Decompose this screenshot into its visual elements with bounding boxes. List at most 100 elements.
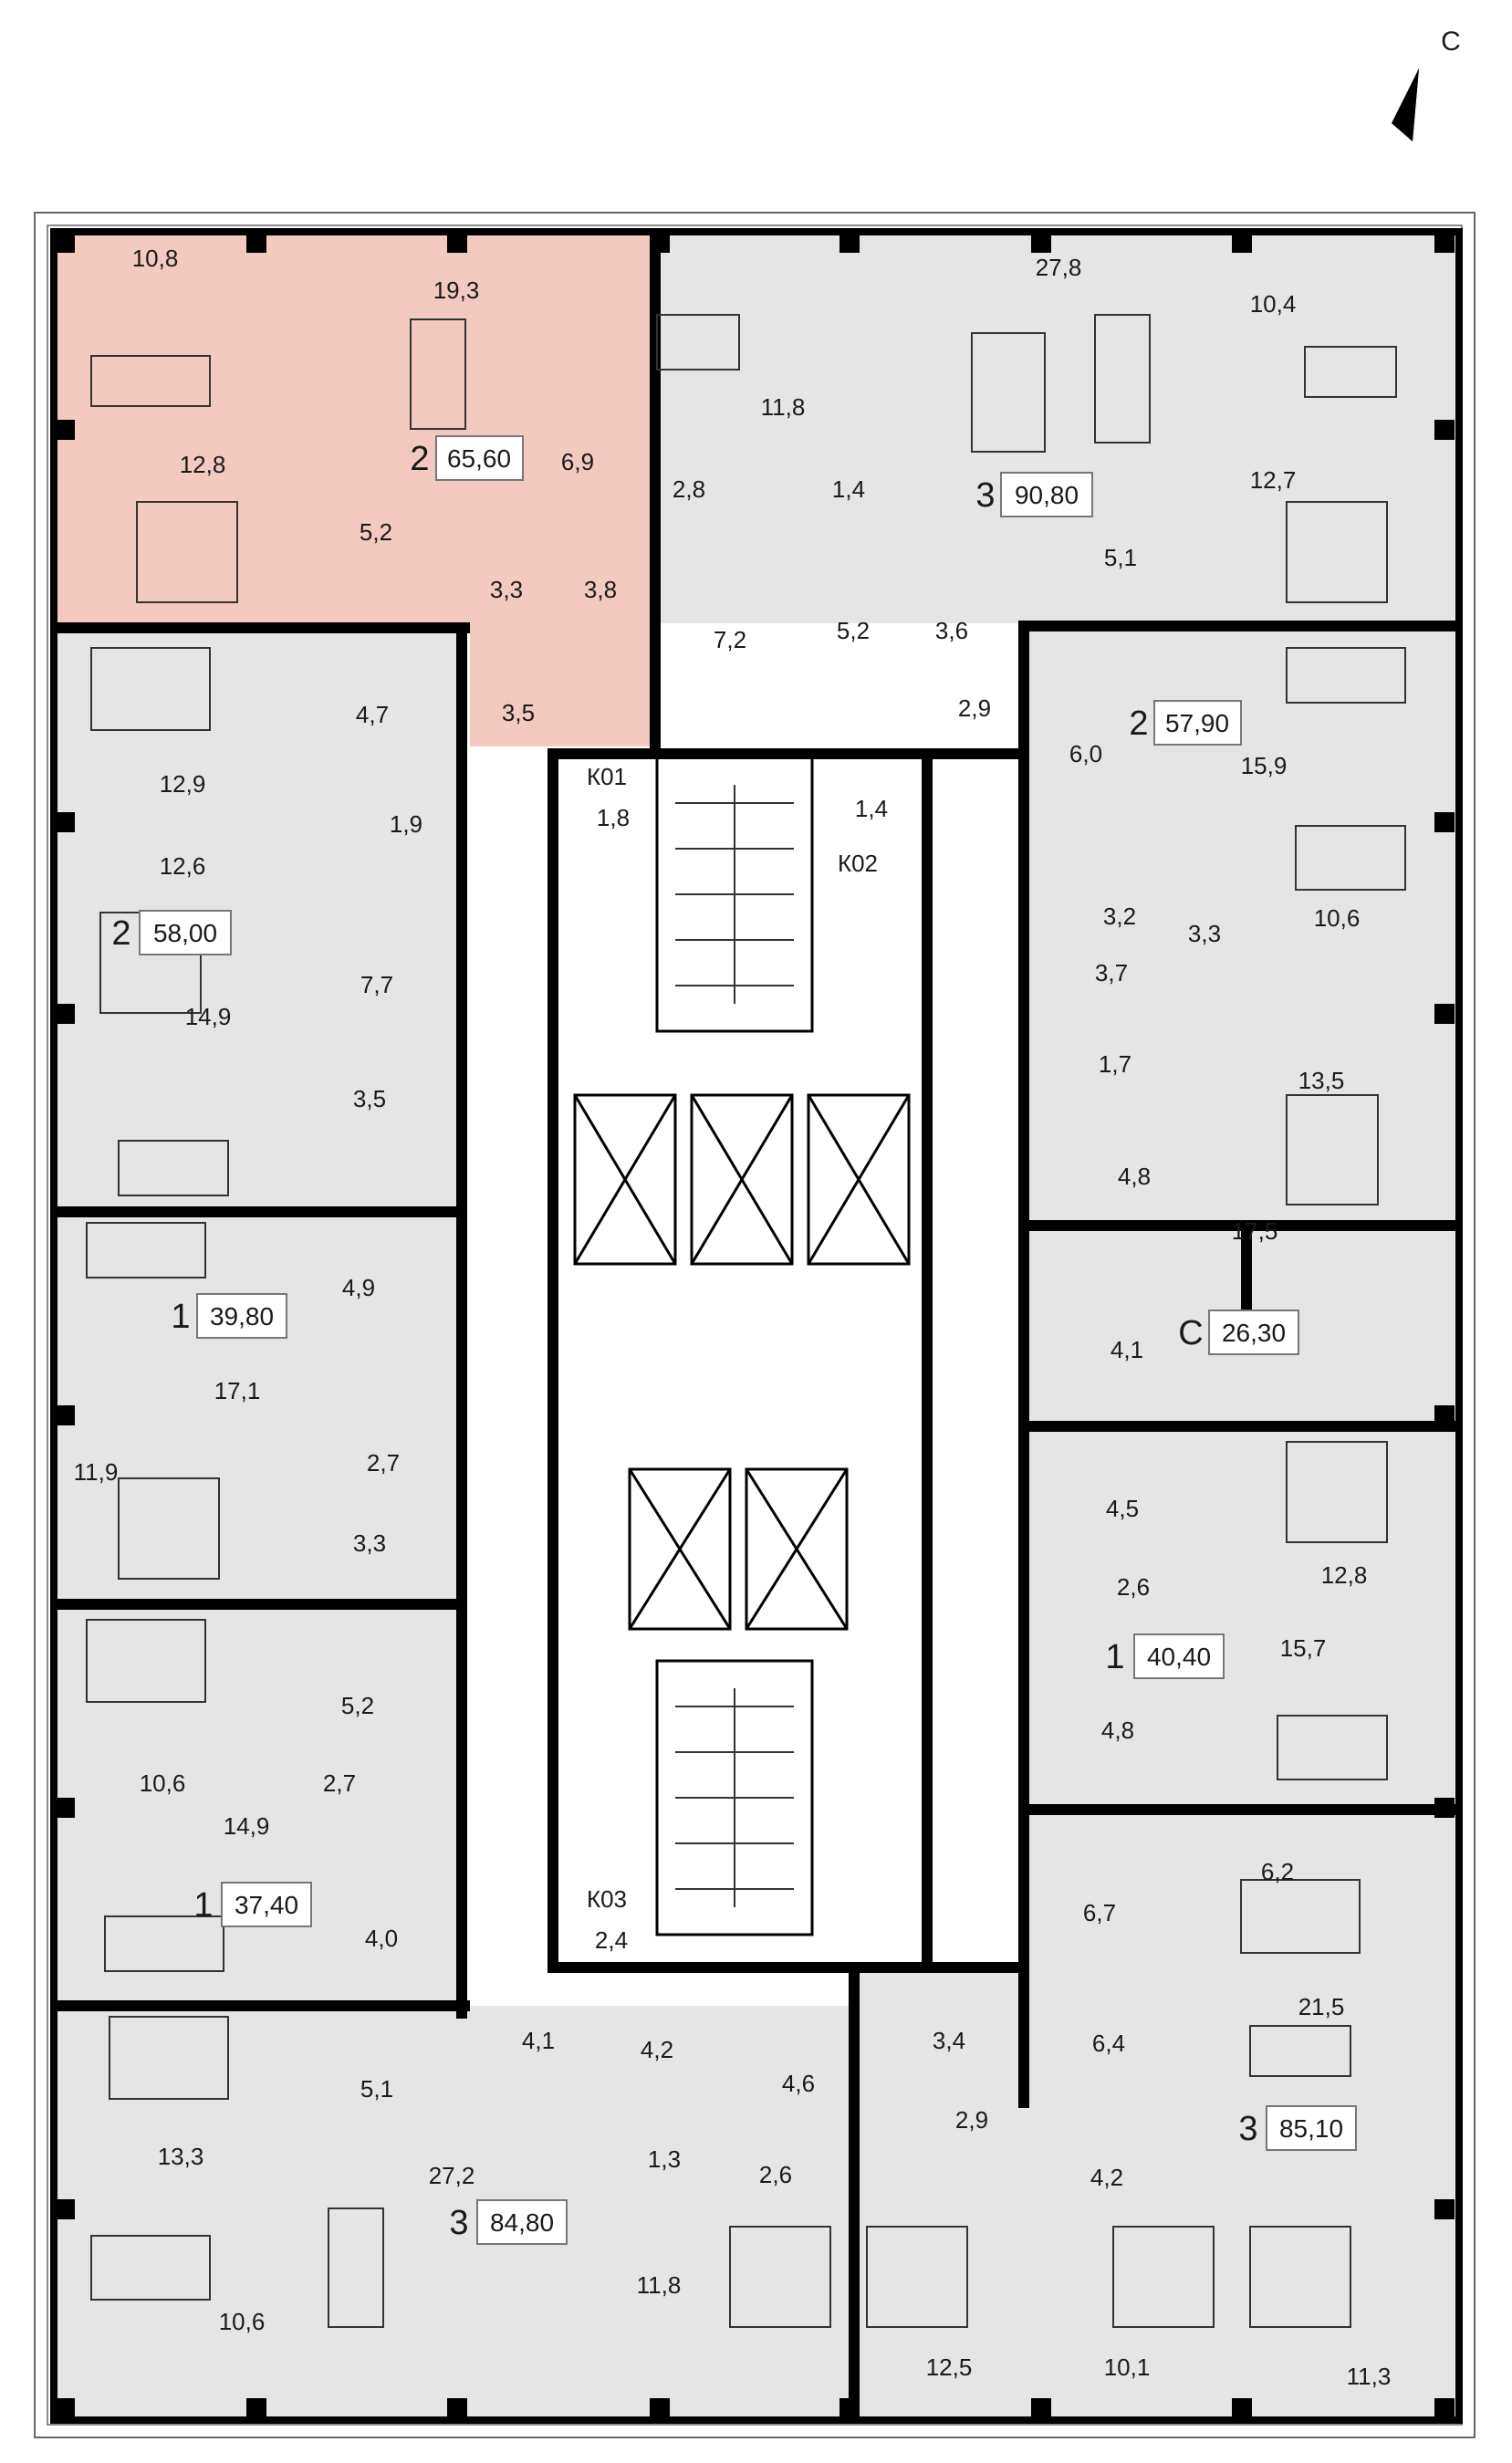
apartment-total: 40,40 (1147, 1643, 1211, 1671)
room-area: 21,5 (1298, 1993, 1345, 2020)
room-area: 12,9 (160, 770, 206, 798)
room-area: 10,6 (1314, 904, 1361, 932)
service-room-k03: К03 2,4 (587, 1885, 628, 1954)
compass-label: С (1441, 26, 1461, 57)
service-room-k02: К02 1,4 (838, 795, 888, 877)
room-area: 4,1 (1111, 1336, 1143, 1363)
apartment-badge-6: С 26,30 (1178, 1310, 1299, 1355)
room-area: 4,8 (1118, 1163, 1151, 1190)
room-area: 6,0 (1069, 740, 1102, 767)
room-area: 5,2 (837, 617, 870, 644)
room-area: 10,6 (140, 1769, 186, 1797)
room-area: 3,5 (353, 1085, 386, 1112)
apartment-total: 85,10 (1279, 2114, 1343, 2143)
room-area: 12,6 (160, 852, 206, 880)
room-area: 1,7 (1099, 1050, 1131, 1078)
room-areas: 10,8 19,3 12,8 6,9 5,2 3,3 3,8 3,5 11,8 … (74, 245, 1392, 2390)
room-area: 5,1 (1104, 544, 1137, 571)
apartment-rooms: 3 (449, 2204, 468, 2242)
apartment-rooms: С (1178, 1314, 1203, 1352)
apartment-total: 26,30 (1222, 1319, 1286, 1347)
room-area: 3,6 (935, 617, 968, 644)
room-area: 6,9 (561, 448, 594, 475)
room-area: 2,7 (323, 1769, 356, 1797)
room-area: 4,9 (342, 1274, 375, 1301)
service-code: К03 (587, 1885, 627, 1913)
room-area: 7,2 (714, 626, 746, 653)
room-area: 19,3 (433, 277, 480, 304)
apartment-badge-2: 3 90,80 (975, 472, 1093, 517)
room-area: 12,7 (1250, 466, 1297, 494)
apartment-badge-9: 3 85,10 (1238, 2105, 1357, 2151)
room-area: 10,8 (132, 245, 179, 272)
room-area: 11,3 (1347, 2363, 1392, 2390)
room-area: 12,8 (1321, 1561, 1368, 1589)
room-area: 10,4 (1250, 290, 1297, 318)
apartment-badge-5: 1 39,80 (171, 1293, 287, 1339)
room-area: 4,0 (365, 1925, 398, 1952)
apartment-rooms: 2 (410, 440, 429, 478)
apartment-total: 84,80 (490, 2208, 554, 2237)
service-area: 1,4 (855, 795, 888, 822)
apartment-rooms: 1 (193, 1886, 213, 1925)
room-area: 14,9 (224, 1812, 270, 1840)
apartment-rooms: 1 (171, 1298, 190, 1336)
service-area: 1,8 (597, 804, 630, 831)
room-area: 2,9 (958, 694, 991, 722)
room-area: 12,5 (926, 2353, 973, 2381)
apartment-badge-10: 3 84,80 (449, 2199, 568, 2245)
service-room-k01: К01 1,8 (587, 763, 630, 831)
room-area: 2,6 (1117, 1573, 1150, 1601)
apartment-total: 65,60 (447, 444, 511, 473)
room-area: 13,3 (158, 2143, 204, 2170)
room-area: 3,2 (1103, 903, 1136, 930)
room-area: 5,2 (360, 518, 392, 546)
room-area: 17,5 (1232, 1217, 1278, 1245)
room-area: 1,4 (832, 475, 865, 503)
room-area: 17,1 (214, 1377, 261, 1404)
service-code: К02 (838, 850, 878, 877)
room-area: 1,3 (648, 2145, 681, 2173)
building-core (573, 756, 911, 1936)
room-area: 4,5 (1106, 1495, 1139, 1522)
room-area: 2,6 (759, 2161, 792, 2188)
apartment-rooms: 2 (111, 914, 130, 953)
room-area: 4,2 (1090, 2164, 1123, 2191)
room-area: 10,1 (1104, 2353, 1151, 2381)
apartment-badge-4: 2 58,00 (111, 910, 232, 955)
room-area: 11,9 (74, 1458, 119, 1486)
apartment-total: 39,80 (210, 1302, 274, 1331)
apartment-rooms: 2 (1129, 704, 1148, 743)
room-area: 7,7 (360, 971, 393, 998)
apartment-total: 90,80 (1015, 481, 1079, 509)
room-area: 5,1 (360, 2075, 393, 2103)
room-area: 6,4 (1092, 2030, 1125, 2057)
room-area: 3,3 (490, 576, 523, 603)
room-area: 3,5 (502, 699, 535, 726)
room-area: 4,6 (782, 2070, 815, 2097)
room-area: 27,8 (1036, 254, 1082, 281)
apartment-badge-3: 2 57,90 (1129, 700, 1242, 746)
room-area: 4,7 (356, 701, 389, 728)
apartment-total: 37,40 (235, 1891, 298, 1919)
walls (50, 228, 1463, 2424)
room-area: 5,2 (341, 1692, 374, 1719)
room-area: 2,7 (367, 1449, 400, 1477)
room-area: 2,8 (673, 475, 705, 503)
apartment-badge-1: 2 65,60 (410, 435, 524, 481)
north-arrow-icon: С (1392, 26, 1461, 141)
furniture (86, 314, 1406, 2328)
service-code: К01 (587, 763, 627, 790)
room-area: 14,9 (185, 1003, 232, 1030)
room-area: 3,3 (1188, 920, 1221, 947)
room-area: 15,7 (1280, 1634, 1327, 1662)
room-area: 3,7 (1095, 959, 1128, 986)
room-area: 15,9 (1241, 752, 1288, 779)
room-area: 6,7 (1083, 1899, 1116, 1926)
room-area: 3,8 (584, 576, 617, 603)
room-area: 12,8 (180, 451, 226, 478)
room-area: 13,5 (1298, 1067, 1345, 1094)
room-area: 1,9 (390, 810, 422, 838)
room-area: 4,8 (1101, 1717, 1134, 1744)
